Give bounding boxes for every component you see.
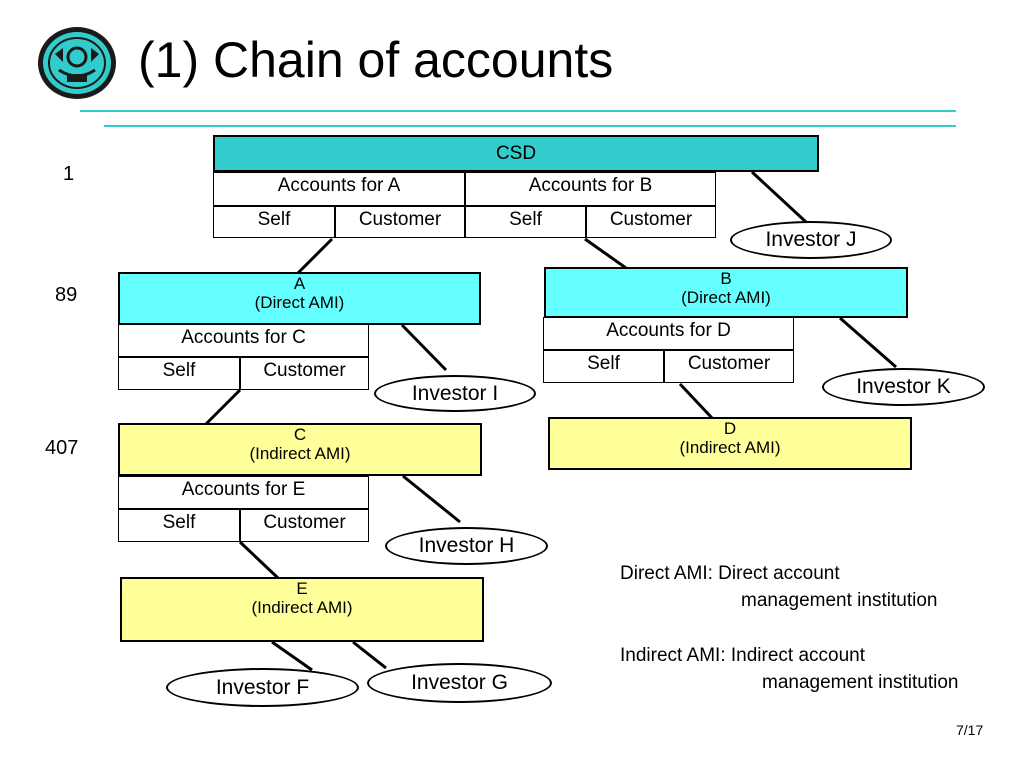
csd-box: CSD: [213, 135, 819, 172]
legend-indirect-line-1: Indirect AMI: Indirect account: [620, 645, 866, 666]
investor-k: Investor K: [822, 368, 985, 406]
a-accounts-for-c-header: Accounts for C: [118, 324, 369, 357]
legend-direct-line-1: Direct AMI: Direct account: [620, 563, 840, 584]
b-accounts-for-d-header: Accounts for D: [543, 317, 794, 350]
csd-accounts-for-a-header: Accounts for A: [213, 172, 465, 206]
csd-accounts-for-b-header: Accounts for B: [465, 172, 716, 206]
investor-j: Investor J: [730, 221, 892, 259]
c-accounts-for-e-customer: Customer: [240, 509, 369, 542]
page-number: 7/17: [956, 722, 984, 738]
connector-c-investor-h: [402, 474, 461, 524]
csd-accounts-for-a-customer: Customer: [335, 206, 465, 238]
connector-csd-a: [296, 237, 334, 275]
c-accounts-for-e-header: Accounts for E: [118, 476, 369, 509]
connector-b-d: [678, 382, 714, 420]
legend-direct-line-2: management institution: [741, 590, 938, 611]
header-rule-bottom: [104, 125, 956, 127]
node-a-type: (Direct AMI): [254, 293, 345, 312]
csd-label: CSD: [495, 143, 537, 164]
node-d-box: D (Indirect AMI): [548, 417, 912, 470]
csd-accounts-for-a-self: Self: [213, 206, 335, 238]
legend-indirect-line-2: management institution: [762, 672, 959, 693]
level-count-indirect: 407: [45, 437, 79, 459]
investor-f: Investor F: [166, 668, 359, 707]
node-e-box: E (Indirect AMI): [120, 577, 484, 642]
connector-e-investor-g: [352, 640, 387, 670]
node-b-type: (Direct AMI): [681, 288, 771, 307]
a-accounts-for-c-self: Self: [118, 357, 240, 390]
node-c-type: (Indirect AMI): [249, 444, 351, 463]
node-e-name: E: [296, 579, 308, 598]
b-accounts-for-d-customer: Customer: [664, 350, 794, 383]
node-a-box: A (Direct AMI): [118, 272, 481, 325]
node-a-name: A: [293, 274, 306, 293]
csd-accounts-for-b-self: Self: [465, 206, 586, 238]
page-title: (1) Chain of accounts: [138, 32, 614, 88]
connector-csd-investor-j: [750, 170, 808, 224]
connector-a-c: [204, 388, 242, 426]
node-d-name: D: [723, 419, 737, 438]
investor-h: Investor H: [385, 527, 548, 565]
connector-b-investor-k: [839, 316, 897, 369]
node-d-type: (Indirect AMI): [679, 438, 781, 457]
node-b-name: B: [720, 269, 732, 288]
node-c-box: C (Indirect AMI): [118, 423, 482, 476]
seal-logo-icon: [38, 27, 116, 99]
connector-a-investor-i: [400, 323, 448, 372]
node-c-name: C: [293, 425, 307, 444]
c-accounts-for-e-self: Self: [118, 509, 240, 542]
node-b-box: B (Direct AMI): [544, 267, 908, 318]
connector-e-investor-f: [271, 640, 313, 672]
level-count-csd: 1: [63, 163, 75, 185]
header-rule-top: [80, 110, 956, 112]
node-e-type: (Indirect AMI): [251, 598, 353, 617]
a-accounts-for-c-customer: Customer: [240, 357, 369, 390]
connector-csd-b: [584, 237, 627, 270]
connector-c-e: [238, 540, 280, 580]
csd-accounts-for-b-customer: Customer: [586, 206, 716, 238]
b-accounts-for-d-self: Self: [543, 350, 664, 383]
investor-g: Investor G: [367, 663, 552, 703]
investor-i: Investor I: [374, 375, 536, 412]
level-count-direct: 89: [55, 284, 78, 306]
